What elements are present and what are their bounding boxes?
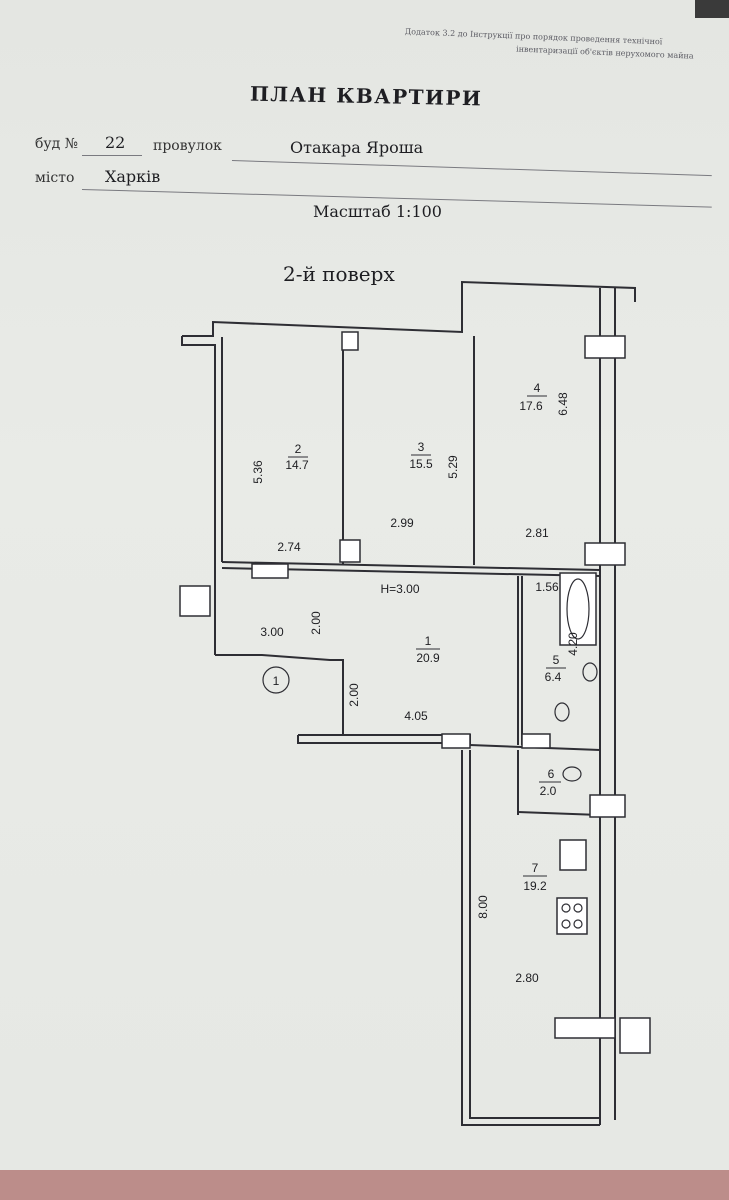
dim-2-80: 2.80 xyxy=(515,971,539,985)
entrance-marker-label: 1 xyxy=(273,674,280,688)
room-6-area: 2.0 xyxy=(540,784,557,798)
stove-burner-1 xyxy=(561,903,571,913)
room-7-number: 7 xyxy=(532,861,539,875)
room-6-number: 6 xyxy=(548,767,555,781)
building-label: буд № xyxy=(35,136,78,152)
outer-wall-top xyxy=(182,280,636,337)
wall-hall-west xyxy=(215,654,344,735)
stove-burner-2 xyxy=(573,903,583,913)
room-3-number: 3 xyxy=(418,440,425,454)
dim-3-00: 3.00 xyxy=(260,625,284,639)
column-top xyxy=(341,331,359,351)
dim-8-00: 8.00 xyxy=(476,895,490,919)
building-underline xyxy=(82,155,142,156)
toilet-wc xyxy=(562,766,582,782)
ceiling-height: H=3.00 xyxy=(380,582,419,596)
radiator-room2 xyxy=(251,563,289,579)
bathtub-inner xyxy=(566,578,590,640)
window-east-bottom-2 xyxy=(619,1017,651,1054)
window-east-top xyxy=(584,335,626,359)
dim-2-99: 2.99 xyxy=(390,516,414,530)
radiator-bath xyxy=(521,733,551,749)
floor-label: 2-й поверх xyxy=(283,262,395,286)
room-4-number: 4 xyxy=(534,381,541,395)
dim-2-00-lower: 2.00 xyxy=(347,683,361,707)
room-5-number: 5 xyxy=(553,653,560,667)
room-5-area: 6.4 xyxy=(545,670,562,684)
room-1-area: 20.9 xyxy=(416,651,440,665)
street-label: провулок xyxy=(153,138,222,154)
floor-plan: 1 2 14.7 3 15.5 4 17.6 1 20.9 5 6.4 6 2.… xyxy=(179,280,651,1126)
dim-1-56: 1.56 xyxy=(535,580,559,594)
window-east-low xyxy=(589,794,626,818)
table-surface xyxy=(0,1170,729,1200)
column-room3 xyxy=(339,539,361,563)
radiator-hall xyxy=(441,733,471,749)
dark-corner xyxy=(695,0,729,18)
document-sheet xyxy=(0,0,729,1170)
room-3-area: 15.5 xyxy=(409,457,433,471)
building-number: 22 xyxy=(105,133,126,152)
dim-5-36: 5.36 xyxy=(251,460,265,484)
dim-5-29: 5.29 xyxy=(446,455,460,479)
dim-2-81: 2.81 xyxy=(525,526,549,540)
niche-west xyxy=(179,585,211,617)
wall-kitchen-west xyxy=(461,750,600,1126)
dim-4-05: 4.05 xyxy=(404,709,428,723)
wall-kitchen-west-inner xyxy=(469,750,600,1119)
dim-4-20: 4.20 xyxy=(566,632,580,656)
sink-kitchen xyxy=(559,839,587,871)
stove xyxy=(556,897,588,935)
room-1-number: 1 xyxy=(425,634,432,648)
scale-note: Масштаб 1:100 xyxy=(313,202,442,221)
wall-wc-south xyxy=(517,811,601,816)
city-label: місто xyxy=(35,170,75,186)
outer-wall-north-west xyxy=(181,336,216,655)
dim-2-00-upper: 2.00 xyxy=(309,611,323,635)
room-4-area: 17.6 xyxy=(519,399,543,413)
plan-openings xyxy=(179,331,651,1054)
window-east-bottom xyxy=(554,1017,616,1039)
bathtub xyxy=(559,572,597,646)
dim-6-48: 6.48 xyxy=(556,392,570,416)
room-2-number: 2 xyxy=(295,442,302,456)
room-2-area: 14.7 xyxy=(285,458,309,472)
dim-2-74: 2.74 xyxy=(277,540,301,554)
plan-fixtures xyxy=(262,578,598,929)
city-name: Харків xyxy=(105,167,161,186)
plan-labels: 1 2 14.7 3 15.5 4 17.6 1 20.9 5 6.4 6 2.… xyxy=(251,381,580,985)
stove-burner-3 xyxy=(561,919,571,929)
street-name: Отакара Яроша xyxy=(290,138,424,157)
stove-burner-4 xyxy=(573,919,583,929)
toilet-bath xyxy=(554,702,570,722)
entrance-marker xyxy=(262,666,290,694)
sink-bath xyxy=(582,662,598,682)
room-7-area: 19.2 xyxy=(523,879,547,893)
window-east-mid xyxy=(584,542,626,566)
plan-walls xyxy=(181,280,636,1126)
